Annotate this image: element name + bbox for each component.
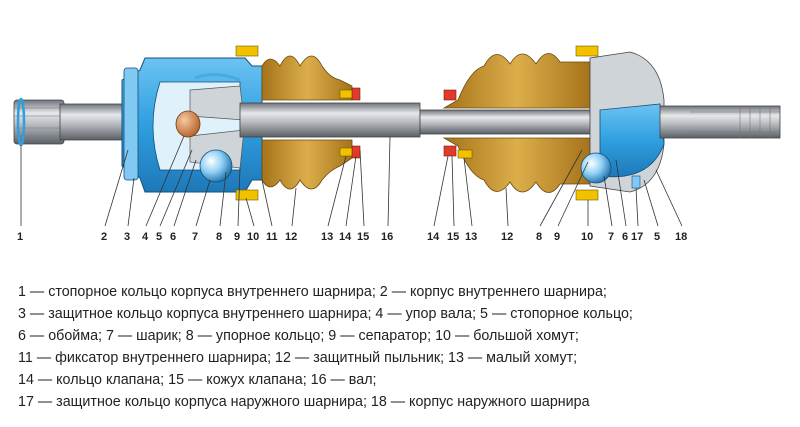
legend-line: 6 — обойма; 7 — шарик; 8 — упорное кольц… (18, 328, 579, 344)
callout-9-right: 9 (554, 231, 560, 243)
callout-12-right: 12 (501, 231, 513, 243)
callout-3: 3 (124, 231, 130, 243)
callout-5-right: 5 (654, 231, 660, 243)
callout-4: 4 (142, 231, 149, 243)
callout-2: 2 (101, 231, 107, 243)
shaft-stop-4 (175, 110, 201, 138)
boot-12-left (235, 45, 361, 201)
big-clamp-10-left (235, 45, 259, 57)
callout-14: 14 (339, 231, 352, 243)
callout-13-right: 13 (465, 231, 477, 243)
callout-6-right: 6 (622, 231, 628, 243)
legend-line: 17 — защитное кольцо корпуса наружного ш… (18, 394, 590, 410)
left-splined-stub (13, 97, 131, 147)
callout-1: 1 (17, 231, 23, 243)
leader-lines (20, 135, 683, 227)
callout-8-right: 8 (536, 231, 542, 243)
right-splined-stub (659, 105, 781, 139)
big-clamp-10-right (575, 189, 599, 201)
callout-15-right: 15 (447, 231, 459, 243)
callout-5: 5 (156, 231, 162, 243)
callout-7: 7 (192, 231, 198, 243)
callout-12: 12 (285, 231, 297, 243)
callout-11: 11 (266, 231, 278, 243)
legend-line: 1 — стопорное кольцо корпуса внутреннего… (18, 284, 607, 300)
valve-ring-14-left (351, 87, 361, 101)
cv-joint-drive-shaft-diagram: 1 2 3 4 5 6 7 8 9 10 11 12 13 14 15 16 1… (13, 45, 781, 243)
inner-joint-internals (175, 73, 245, 183)
callout-18: 18 (675, 231, 687, 243)
boot-12-right (442, 45, 599, 201)
valve-ring-14-right (443, 145, 457, 157)
shaft-16-right (419, 109, 601, 135)
callout-13: 13 (321, 231, 333, 243)
callout-10-right: 10 (581, 231, 593, 243)
callout-7-right: 7 (608, 231, 614, 243)
legend-line: 14 — кольцо клапана; 15 — кожух клапана;… (18, 372, 377, 388)
callout-9: 9 (234, 231, 240, 243)
callout-17: 17 (631, 231, 643, 243)
callout-8: 8 (216, 231, 222, 243)
callout-15: 15 (357, 231, 369, 243)
parts-legend: 1 — стопорное кольцо корпуса внутреннего… (18, 281, 788, 413)
callout-10: 10 (247, 231, 259, 243)
callout-6: 6 (170, 231, 176, 243)
callout-16: 16 (381, 231, 393, 243)
ball-7-outer (580, 152, 612, 184)
housing-protective-ring-3 (123, 67, 139, 181)
legend-line: 3 — защитное кольцо корпуса внутреннего … (18, 306, 633, 322)
callout-14-right: 14 (427, 231, 440, 243)
outer-joint-housing-18 (580, 51, 665, 193)
outer-protective-ring-17 (631, 175, 641, 189)
callout-labels: 1 2 3 4 5 6 7 8 9 10 11 12 13 14 15 16 1… (17, 231, 687, 243)
ball-7-inner (199, 149, 233, 183)
small-clamp-13-right (457, 149, 473, 159)
legend-line: 11 — фиксатор внутреннего шарнира; 12 — … (18, 350, 578, 366)
shaft-16 (239, 102, 421, 138)
